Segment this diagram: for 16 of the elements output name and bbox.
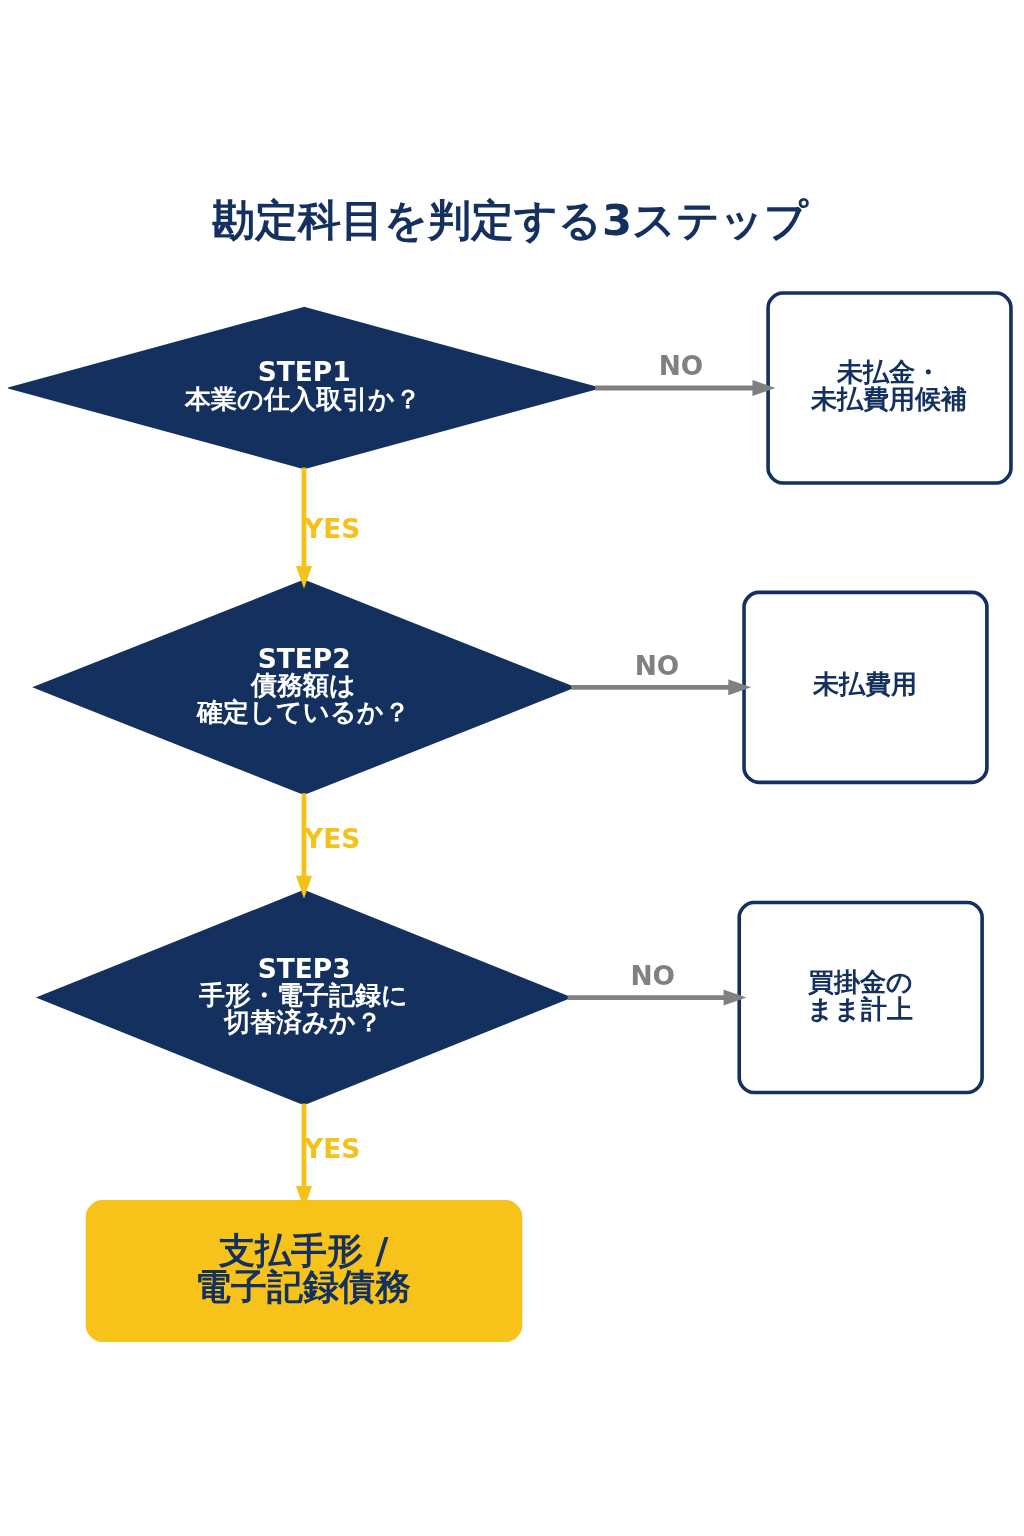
edge-label: YES (304, 822, 361, 854)
edge-label: NO (658, 349, 704, 381)
arrow (571, 678, 752, 695)
edge-label: YES (304, 512, 361, 544)
arrow (295, 467, 313, 589)
arrow (295, 792, 313, 899)
arrow (567, 989, 747, 1006)
node-box: 買掛金のまま計上 (737, 900, 984, 1094)
arrow (595, 379, 776, 396)
node-box: 未払金・未払費用候補 (766, 290, 1013, 485)
node-box: 支払手形 / 電子記録債務 (85, 1199, 523, 1342)
edge-label: NO (630, 959, 676, 991)
edge-label: YES (304, 1132, 361, 1164)
edge-label: NO (634, 649, 680, 681)
diagram-title: 勘定科目を判定する3ステップ (212, 194, 809, 245)
node-box: 未払費用 (742, 590, 989, 784)
